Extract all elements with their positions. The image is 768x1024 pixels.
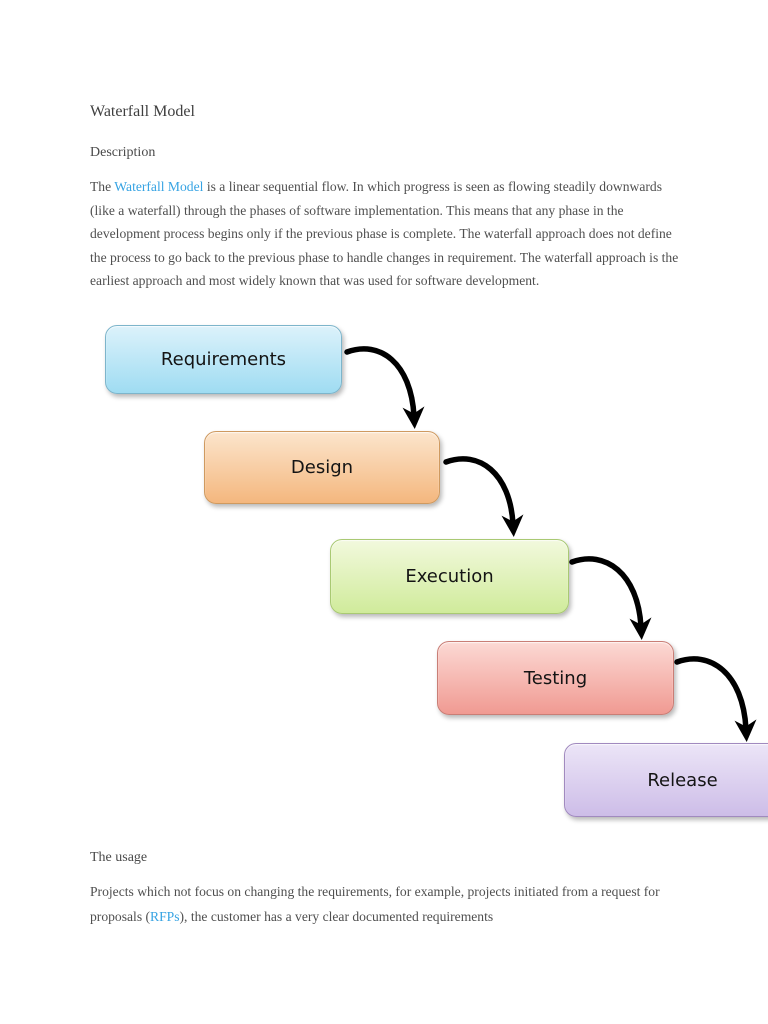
flow-box-label: Execution <box>405 566 494 587</box>
document-title: Waterfall Model <box>90 103 195 120</box>
waterfall-flow-diagram: Requirements Design Execution Testing Re… <box>0 315 768 825</box>
arrow-testing-to-release-icon <box>674 656 757 742</box>
flow-box-requirements: Requirements <box>105 325 342 394</box>
description-paragraph: The Waterfall Model is a linear sequenti… <box>90 175 682 293</box>
flow-box-execution: Execution <box>330 539 569 614</box>
rfps-link[interactable]: RFPs <box>150 908 180 924</box>
usage-paragraph: Projects which not focus on changing the… <box>90 880 682 929</box>
arrow-design-to-execution-icon <box>443 456 524 537</box>
flow-box-label: Release <box>647 769 718 791</box>
usage-heading: The usage <box>90 850 148 865</box>
flow-box-label: Requirements <box>160 349 287 370</box>
description-text-before-link: The <box>90 179 115 194</box>
waterfall-model-link[interactable]: Waterfall Model <box>114 179 204 194</box>
flow-box-label: Testing <box>523 667 588 689</box>
usage-text-after-link: ), the customer has a very clear documen… <box>179 908 494 924</box>
description-heading: Description <box>90 145 156 160</box>
arrow-execution-to-testing-icon <box>569 556 652 640</box>
flow-box-design: Design <box>204 431 440 504</box>
usage-text-before-link: Projects which not focus on changing the… <box>90 884 660 924</box>
description-text-after-link: is a linear sequential flow. In which pr… <box>90 179 679 288</box>
flow-box-release: Release <box>564 743 768 817</box>
flow-box-testing: Testing <box>437 641 674 715</box>
flow-box-label: Design <box>290 457 354 478</box>
arrow-requirements-to-design-icon <box>344 346 425 429</box>
